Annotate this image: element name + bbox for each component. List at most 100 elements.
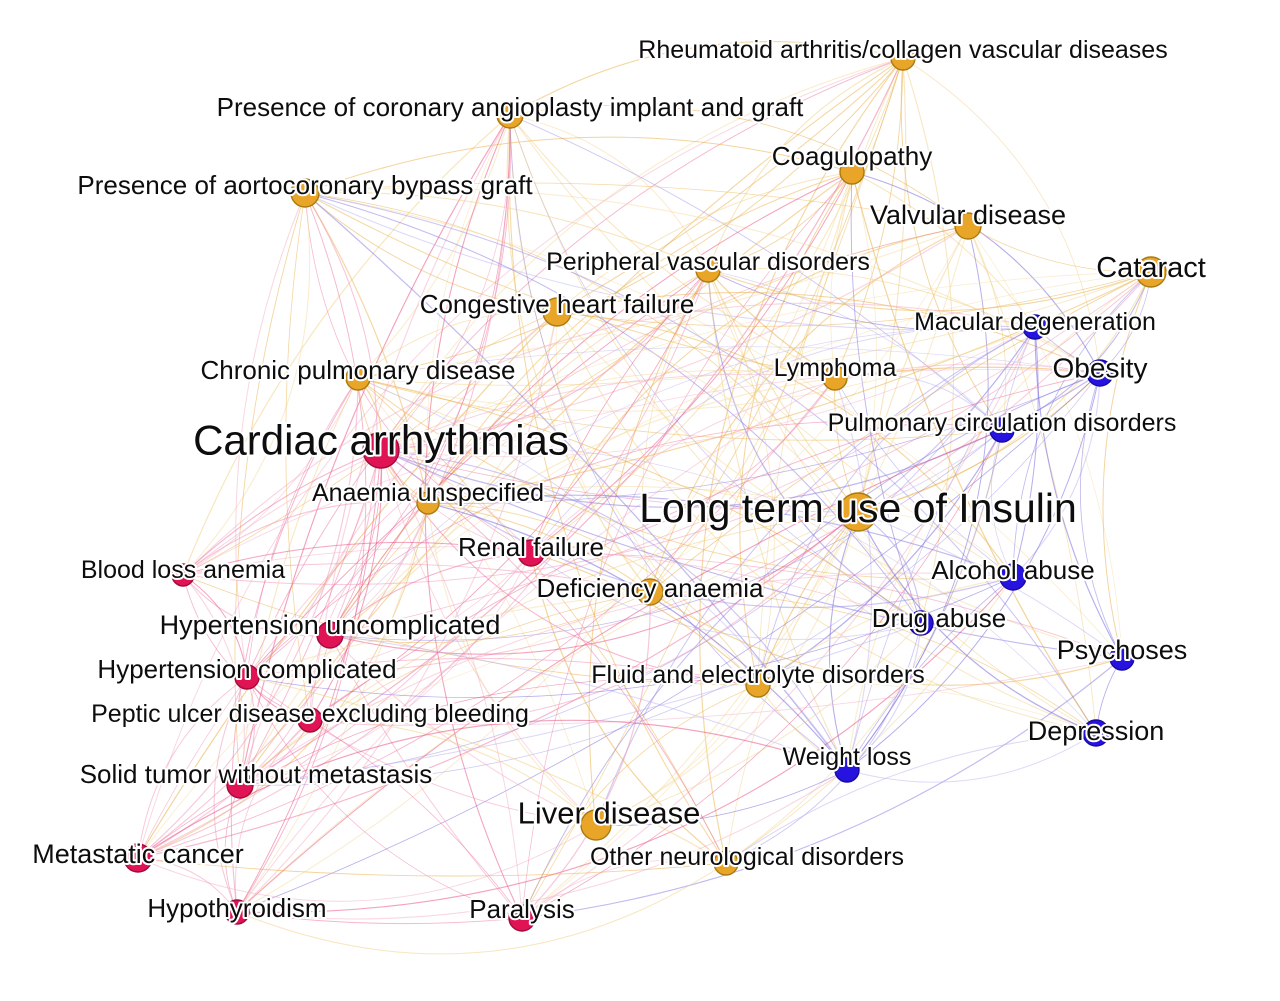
- edge: [857, 511, 1014, 578]
- edge: [182, 500, 429, 576]
- edge: [213, 676, 248, 913]
- edge: [239, 591, 651, 786]
- edge: [530, 363, 1101, 554]
- edge: [530, 552, 922, 640]
- edge: [588, 269, 709, 826]
- label-hypothyroidism: Hypothyroidism: [147, 893, 326, 923]
- node-hypertension-complicated[interactable]: [234, 664, 260, 690]
- node-anaemia-unspecified[interactable]: [416, 491, 440, 515]
- edge: [380, 449, 1123, 659]
- node-obesity[interactable]: [1086, 359, 1114, 387]
- edge: [380, 370, 836, 451]
- node-congestive-heart-failure[interactable]: [542, 297, 572, 327]
- node-liver-disease[interactable]: [580, 809, 612, 841]
- edge: [380, 271, 1152, 451]
- node-psychoses[interactable]: [1109, 645, 1135, 671]
- edge: [329, 449, 382, 636]
- edge: [137, 377, 359, 859]
- node-weight-loss[interactable]: [834, 757, 860, 783]
- edge: [427, 494, 1014, 578]
- label-blood-loss-anemia: Blood loss anemia: [81, 556, 285, 584]
- edge: [380, 449, 523, 919]
- edge: [137, 676, 248, 859]
- node-rheumatoid-arthritis-collagen-vascular-diseases[interactable]: [890, 45, 916, 71]
- node-drug-abuse[interactable]: [908, 610, 934, 636]
- edge: [1012, 271, 1152, 578]
- node-peripheral-vascular-disorders[interactable]: [695, 257, 721, 283]
- edge: [285, 192, 311, 721]
- edge: [357, 377, 848, 771]
- node-hypothyroidism[interactable]: [224, 899, 250, 925]
- edge: [851, 171, 1036, 328]
- edge: [707, 57, 904, 271]
- node-lymphoma[interactable]: [822, 365, 848, 391]
- edge: [182, 114, 511, 576]
- edge: [556, 311, 922, 624]
- node-chronic-pulmonary-disease[interactable]: [345, 365, 371, 391]
- edge: [521, 326, 1036, 919]
- edge: [521, 57, 904, 919]
- node-cataract[interactable]: [1135, 256, 1167, 288]
- label-peripheral-vascular-disorders: Peripheral vascular disorders: [546, 248, 870, 276]
- edge: [357, 346, 1101, 379]
- node-blood-loss-anemia[interactable]: [171, 563, 195, 587]
- edge: [380, 449, 727, 864]
- edge: [137, 502, 429, 859]
- edge: [239, 377, 359, 786]
- edge: [357, 311, 558, 379]
- node-deficiency-anaemia[interactable]: [636, 578, 664, 606]
- edge: [649, 591, 1123, 686]
- node-presence-of-coronary-angioplasty-implant-and-graft[interactable]: [496, 101, 524, 129]
- node-depression[interactable]: [1082, 719, 1110, 747]
- edge: [182, 302, 1036, 576]
- node-fluid-and-electrolyte-disorders[interactable]: [745, 672, 771, 698]
- node-valvular-disease[interactable]: [954, 212, 982, 240]
- edge: [521, 591, 651, 919]
- edge: [757, 576, 1014, 686]
- edge: [246, 57, 904, 678]
- label-long-term-use-of-insulin: Long term use of Insulin: [639, 485, 1077, 531]
- label-presence-of-aortocoronary-bypass-graft: Presence of aortocoronary bypass graft: [77, 170, 533, 200]
- edge: [304, 187, 1101, 374]
- edge: [967, 225, 1152, 273]
- edge: [509, 114, 836, 379]
- edge: [329, 511, 859, 655]
- edge: [137, 511, 859, 859]
- label-presence-of-coronary-angioplasty-implant-and-graft: Presence of coronary angioplasty implant…: [217, 92, 805, 122]
- edge: [857, 511, 1097, 734]
- node-paralysis[interactable]: [508, 904, 536, 932]
- edge: [757, 326, 1036, 686]
- edge: [830, 171, 853, 379]
- edge: [757, 682, 1097, 734]
- edge: [182, 574, 248, 678]
- node-hypertension-uncomplicated[interactable]: [316, 621, 344, 649]
- edge: [182, 574, 759, 686]
- node-other-neurological-disorders[interactable]: [713, 850, 739, 876]
- edge: [509, 114, 1097, 734]
- label-renal-failure: Renal failure: [458, 532, 604, 562]
- node-presence-of-aortocoronary-bypass-graft[interactable]: [290, 178, 320, 208]
- node-pulmonary-circulation-disorders[interactable]: [989, 417, 1015, 443]
- node-long-term-use-of-insulin[interactable]: [838, 492, 878, 532]
- node-coagulopathy[interactable]: [839, 159, 865, 185]
- edge: [182, 449, 382, 576]
- node-solid-tumor-without-metastasis[interactable]: [226, 771, 254, 799]
- edge: [309, 719, 523, 919]
- label-congestive-heart-failure: Congestive heart failure: [420, 289, 695, 319]
- node-metastatic-cancer[interactable]: [123, 843, 153, 873]
- node-renal-failure[interactable]: [517, 539, 545, 567]
- label-macular-degeneration: Macular degeneration: [914, 308, 1156, 336]
- edge: [182, 574, 331, 637]
- edge: [329, 552, 532, 636]
- node-peptic-ulcer-disease-excluding-bleeding[interactable]: [297, 707, 323, 733]
- node-macular-degeneration[interactable]: [1022, 314, 1048, 340]
- label-liver-disease: Liver disease: [518, 796, 701, 831]
- edge: [427, 486, 859, 513]
- node-cardiac-arrhythmias[interactable]: [362, 431, 400, 469]
- edge: [850, 171, 922, 624]
- edge: [834, 373, 1003, 431]
- edge: [309, 719, 597, 826]
- node-alcohol-abuse[interactable]: [999, 563, 1027, 591]
- edge: [1012, 372, 1101, 578]
- edge: [725, 511, 859, 864]
